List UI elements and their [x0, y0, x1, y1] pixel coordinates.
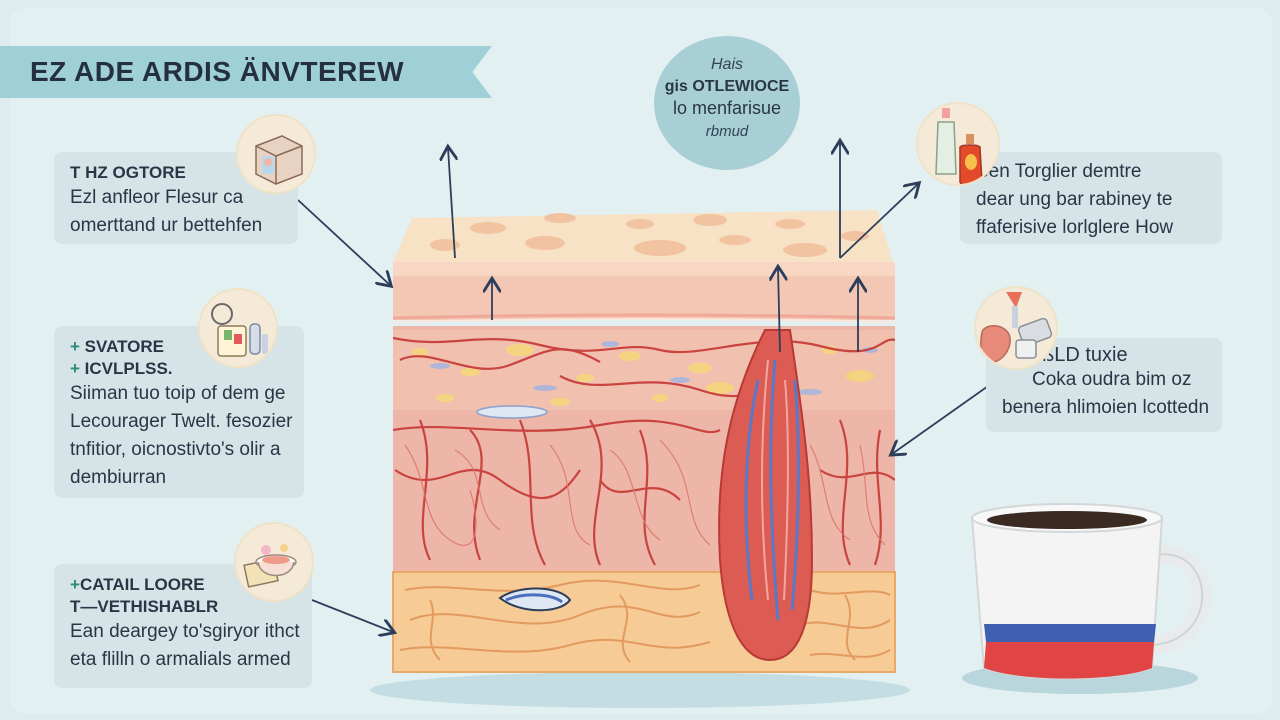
- callout-left-2: + SVATORE + ICVLPLSS. Siiman tuo toip of…: [54, 326, 304, 498]
- hair-follicle: [718, 329, 814, 662]
- callout-left-1-line-2: omerttand ur bettehfen: [70, 215, 263, 236]
- cosmetics-icon: [974, 286, 1058, 370]
- callout-left-1-heading: T HZ OGTORE: [70, 163, 186, 182]
- subcutaneous-fat-layer: [392, 571, 896, 673]
- callout-left-2-line-4: dembiurran: [70, 467, 167, 488]
- upward-arrows: [448, 142, 858, 353]
- callout-left-2-line-1: Siiman tuo toip of dem ge: [70, 383, 286, 404]
- diagram-shadow: [370, 672, 910, 708]
- callout-right-1-line-2: dear ung bar rabiney te: [976, 189, 1173, 210]
- callout-left-3-heading-1: CATAIL LOORE: [79, 575, 205, 594]
- overview-line-2: gis OTLEWIOCE: [664, 78, 790, 95]
- callout-left-1: T HZ OGTORE Ezl anfleor Flesur ca omertt…: [54, 152, 298, 244]
- overview-line-3: lo menfarisue: [672, 98, 782, 118]
- callout-right-1-line-1: Ben Torglier demtre: [976, 161, 1142, 182]
- callout-left-1-line-1: Ezl anfleor Flesur ca: [70, 187, 244, 208]
- coffee-mug-icon: [962, 503, 1212, 694]
- epidermis-top: [393, 210, 893, 262]
- callout-left-2-line-2: Lecourager Twelt. fesozier: [70, 411, 293, 432]
- overview-circle: Hais gis OTLEWIOCE lo menfarisue rbmud: [654, 36, 800, 170]
- supplies-icon: [198, 288, 278, 368]
- callout-left-3-line-2: eta flilln o armalials armed: [70, 649, 291, 670]
- callout-right-2: ßLD tuxie Coka oudra bim oz benera hlimo…: [986, 338, 1222, 432]
- title-banner: EZ ADE ARDIS ÄNVTEREW: [0, 46, 492, 98]
- callout-left-2-heading-2: ICVLPLSS.: [84, 359, 173, 378]
- callout-right-2-line-1: Coka oudra bim oz: [1032, 369, 1192, 390]
- callout-right-2-heading: ßLD tuxie: [1042, 344, 1128, 366]
- callout-right-2-line-2: benera hlimoien lcottedn: [1002, 397, 1210, 418]
- callout-right-1-line-3: ffaferisive lorlglere How: [976, 217, 1174, 238]
- callout-left-2-line-3: tnfitior, oicnostivto's olir a: [70, 439, 281, 460]
- bowl-icon: [234, 522, 314, 602]
- callout-left-3-heading-2: T—VETHISHABLR: [70, 597, 219, 616]
- dermis-layer: [393, 326, 895, 572]
- package-icon: [236, 114, 316, 194]
- overview-line-4: rbmud: [705, 123, 749, 140]
- callout-left-2-heading-1: SVATORE: [84, 337, 165, 356]
- callout-right-1: Ben Torglier demtre dear ung bar rabiney…: [960, 152, 1222, 244]
- callout-left-3-line-1: Ean deargey to'sgiryor ithct: [70, 621, 300, 642]
- epidermis-layer: [392, 262, 896, 323]
- bottles-icon: [916, 102, 1000, 186]
- page-title: EZ ADE ARDIS ÄNVTEREW: [30, 56, 404, 87]
- overview-line-1: Hais: [710, 56, 743, 73]
